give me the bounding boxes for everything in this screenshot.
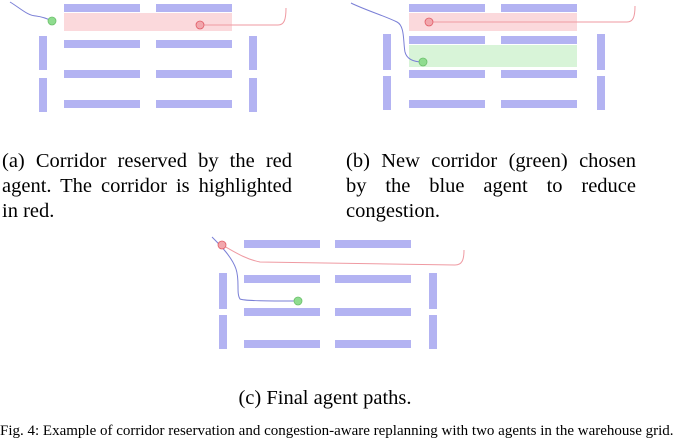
- green-circle-marker: [47, 16, 57, 26]
- shelf: [156, 100, 232, 108]
- shelf: [501, 4, 577, 12]
- figure-caption-partial: Fig. 4: Example of corridor reservation …: [0, 423, 674, 439]
- shelf: [429, 273, 437, 309]
- shelf: [597, 34, 605, 70]
- red-agent-path: [221, 244, 465, 266]
- shelf: [244, 308, 320, 316]
- shelf: [335, 275, 411, 283]
- blue-agent-path: [9, 1, 53, 22]
- shelf: [383, 34, 391, 70]
- caption-b: (b) New corridor (green) chosen by the b…: [346, 150, 636, 222]
- blue-agent-path: [350, 2, 424, 63]
- shelf: [219, 273, 227, 309]
- shelf: [244, 240, 320, 248]
- new-corridor-highlight: [409, 45, 577, 67]
- panel-a-diagram: [9, 1, 287, 112]
- green-circle-marker: [293, 296, 303, 306]
- shelf: [501, 70, 577, 78]
- shelf: [335, 308, 411, 316]
- shelf: [64, 100, 140, 108]
- red-agent-path: [200, 7, 287, 26]
- shelf: [409, 70, 485, 78]
- shelves: [39, 4, 257, 112]
- caption-a: (a) Corridor reserved by the red agent. …: [2, 150, 292, 222]
- shelf: [64, 40, 140, 48]
- shelf: [249, 36, 257, 70]
- shelf: [156, 70, 232, 78]
- shelf: [156, 40, 232, 48]
- shelf: [39, 78, 47, 112]
- caption-c: (c) Final agent paths.: [238, 387, 412, 409]
- shelf: [244, 340, 320, 348]
- shelf: [156, 4, 232, 12]
- panel-c-diagram: [211, 236, 465, 349]
- red-circle-marker: [424, 17, 434, 27]
- shelf: [409, 100, 485, 108]
- panel-b-diagram: [350, 2, 636, 110]
- shelf: [64, 70, 140, 78]
- red-agent-path: [429, 5, 636, 23]
- shelf: [409, 36, 485, 44]
- shelf: [64, 4, 140, 12]
- blue-agent-path: [211, 236, 299, 302]
- shelf: [597, 76, 605, 110]
- shelves: [219, 240, 437, 349]
- green-circle-marker: [418, 57, 428, 67]
- shelf: [501, 36, 577, 44]
- shelf: [335, 340, 411, 348]
- red-circle-marker: [217, 240, 227, 250]
- shelf: [429, 315, 437, 349]
- shelf: [219, 315, 227, 349]
- shelf: [249, 78, 257, 112]
- shelf: [501, 100, 577, 108]
- reserved-corridor-highlight: [64, 13, 232, 31]
- shelves: [383, 4, 605, 110]
- shelf: [244, 275, 320, 283]
- shelf: [335, 240, 411, 248]
- shelf: [383, 76, 391, 110]
- shelf: [39, 36, 47, 70]
- red-circle-marker: [195, 20, 205, 30]
- shelf: [409, 4, 485, 12]
